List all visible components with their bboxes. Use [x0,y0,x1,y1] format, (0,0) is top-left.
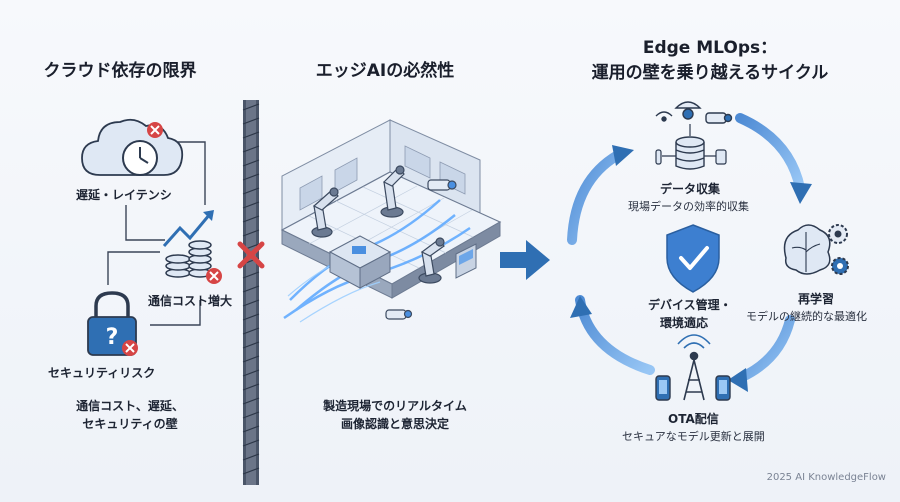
cloud-summary-line2: セキュリティの壁 [82,417,178,431]
shield-check-icon [666,224,720,293]
coins-icon [165,240,212,278]
chart-up-icon [162,210,214,247]
mlops-title-line1: Edge MLOps： [642,38,778,58]
robot-arm-icon [311,187,339,238]
sensor-icon [655,149,727,165]
footer-credit: 2025 AI KnowledgeFlow [766,472,886,483]
x-badge-icon [122,340,138,356]
robot-arm-icon [418,237,445,284]
step-data-collection-desc: 現場データの効率的収集 [628,200,749,213]
robot-arm-icon [380,165,405,218]
smartphone-icon [655,375,671,401]
step-ota-desc: セキュアなモデル更新と展開 [622,430,765,443]
latency-label: 遅延・レイテンシ [76,188,172,202]
camera-icon [385,309,413,320]
edge-ai-title: エッジAIの必然性 [315,61,455,81]
smartphone-icon [715,375,731,401]
center-label-line1: デバイス管理・ [648,298,732,312]
step-data-collection-name: データ収集 [660,182,721,196]
cost-label: 通信コスト増大 [148,294,233,308]
edge-ai-caption-line1: 製造現場でのリアルタイム [323,399,467,413]
brain-gear-icon [783,224,849,275]
step-retrain-desc: モデルの継続的な最適化 [746,310,867,323]
x-badge-icon [147,122,163,138]
step-ota-name: OTA配信 [668,412,719,426]
edge-ai-caption-line2: 画像認識と意思決定 [340,417,449,431]
security-label: セキュリティリスク [48,366,156,380]
center-label-line2: 環境適応 [660,316,709,330]
camera-icon [705,112,733,124]
blocked-x-icon [237,241,265,269]
database-icon [675,136,705,170]
x-badge-icon [206,268,222,284]
barrier-wall [242,100,260,485]
camera-icon [674,101,702,120]
clock-icon [122,140,158,176]
cloud-limits-title: クラウド依存の限界 [43,61,197,81]
camera-icon [427,179,457,191]
mlops-title-line2: 運用の壁を乗り越えるサイクル [591,63,829,83]
cloud-summary-line1: 通信コスト、遅延、 [76,399,184,413]
svg-text:?: ? [106,325,119,350]
step-retrain-name: 再学習 [798,292,835,306]
wifi-icon [655,111,673,122]
antenna-tower-icon [677,334,711,401]
